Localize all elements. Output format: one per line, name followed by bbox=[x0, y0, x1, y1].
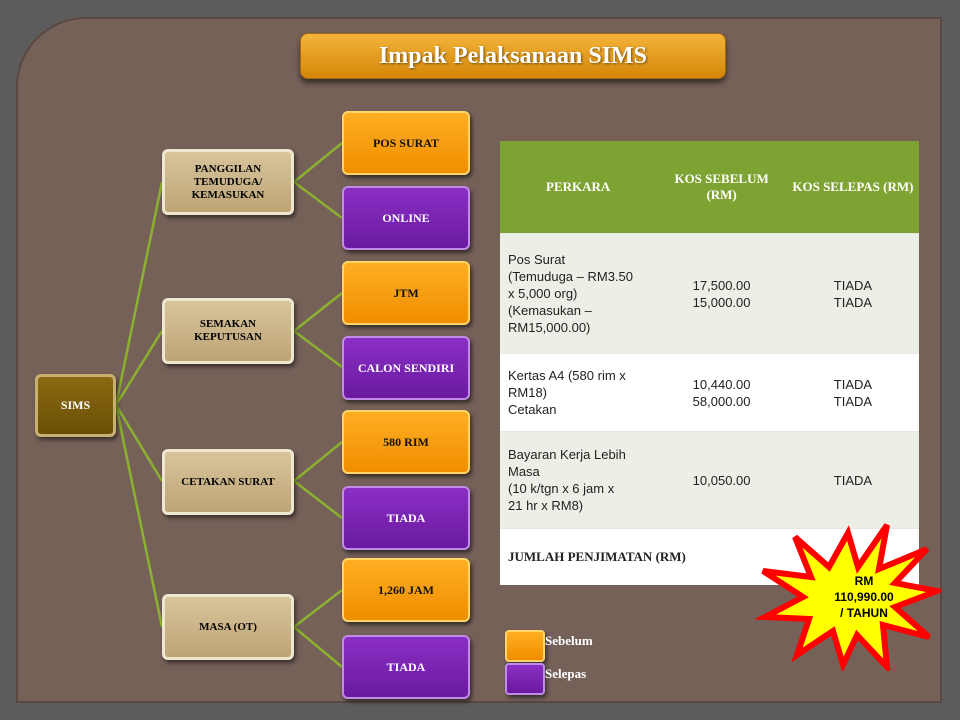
before-node-jtm: JTM bbox=[342, 261, 470, 325]
connector-cat1-after bbox=[293, 181, 343, 219]
legend-swatch-selepas bbox=[505, 663, 545, 695]
header-kos-selepas: KOS SELEPAS (RM) bbox=[786, 141, 919, 234]
connector-root-cat2 bbox=[114, 330, 164, 406]
cost-table: PERKARA KOS SEBELUM (RM) KOS SELEPAS (RM… bbox=[500, 141, 919, 585]
table-row: Kertas A4 (580 rim x RM18) Cetakan 10,44… bbox=[500, 353, 919, 432]
row-item: Kertas A4 (580 rim x RM18) Cetakan bbox=[500, 353, 657, 432]
legend-label-selepas: Selepas bbox=[545, 666, 587, 681]
row-item: Pos Surat (Temuduga – RM3.50 x 5,000 org… bbox=[500, 233, 657, 354]
cost-table-header: PERKARA KOS SEBELUM (RM) KOS SELEPAS (RM… bbox=[500, 141, 919, 234]
after-node-tiada-cetakan: TIADA bbox=[342, 486, 470, 550]
connector-cat3-after bbox=[293, 480, 343, 519]
row-after: TIADA TIADA bbox=[786, 233, 919, 354]
connector-root-cat4 bbox=[114, 404, 164, 628]
after-node-calon-sendiri: CALON SENDIRI bbox=[342, 336, 470, 400]
row-item: Bayaran Kerja Lebih Masa (10 k/tgn x 6 j… bbox=[500, 431, 657, 529]
connector-cat4-before bbox=[293, 589, 343, 628]
header-kos-sebelum: KOS SEBELUM (RM) bbox=[656, 141, 787, 234]
connector-cat3-before bbox=[293, 441, 343, 482]
savings-amount: RM 110,990.00 / TAHUN bbox=[800, 573, 928, 621]
after-node-online: ONLINE bbox=[342, 186, 470, 250]
row-after: TIADA TIADA bbox=[786, 353, 919, 432]
header-perkara: PERKARA bbox=[500, 141, 657, 234]
connector-root-cat3 bbox=[114, 404, 164, 482]
savings-line-1: RM bbox=[854, 574, 874, 588]
before-node-580-rim: 580 RIM bbox=[342, 410, 470, 474]
row-before: 10,440.00 58,000.00 bbox=[656, 353, 787, 432]
table-row: Bayaran Kerja Lebih Masa (10 k/tgn x 6 j… bbox=[500, 431, 919, 529]
category-panggilan: PANGGILAN TEMUDUGA/ KEMASUKAN bbox=[162, 149, 294, 215]
connector-cat2-after bbox=[293, 330, 343, 368]
before-node-pos-surat: POS SURAT bbox=[342, 111, 470, 175]
slide-title: Impak Pelaksanaan SIMS bbox=[300, 33, 726, 79]
savings-line-3: / TAHUN bbox=[840, 606, 888, 620]
row-after: TIADA bbox=[786, 431, 919, 529]
savings-line-2: 110,990.00 bbox=[834, 590, 894, 604]
table-row: Pos Surat (Temuduga – RM3.50 x 5,000 org… bbox=[500, 233, 919, 354]
connector-cat2-before bbox=[293, 292, 343, 332]
savings-star-shape bbox=[755, 523, 941, 671]
connector-root-cat1 bbox=[114, 181, 164, 406]
legend-label-sebelum: Sebelum bbox=[545, 633, 593, 648]
category-masa: MASA (OT) bbox=[162, 594, 294, 660]
row-before: 17,500.00 15,000.00 bbox=[656, 233, 787, 354]
connector-cat4-after bbox=[293, 626, 343, 668]
root-node-sims: SIMS bbox=[35, 374, 116, 437]
before-node-1260-jam: 1,260 JAM bbox=[342, 558, 470, 622]
category-cetakan: CETAKAN SURAT bbox=[162, 449, 294, 515]
after-node-tiada-masa: TIADA bbox=[342, 635, 470, 699]
legend-swatch-sebelum bbox=[505, 630, 545, 662]
savings-star-burst bbox=[755, 523, 941, 671]
row-before: 10,050.00 bbox=[656, 431, 787, 529]
connector-cat1-before bbox=[293, 142, 343, 183]
category-semakan: SEMAKAN KEPUTUSAN bbox=[162, 298, 294, 364]
